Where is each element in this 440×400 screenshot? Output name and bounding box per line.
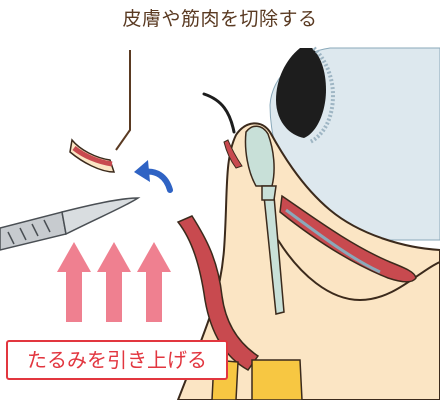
lift-label: たるみを引き上げる xyxy=(6,340,228,380)
up-arrow-icon xyxy=(137,242,171,322)
muller-muscle xyxy=(279,194,417,283)
fat-pad xyxy=(251,359,303,400)
up-arrow-icon xyxy=(97,242,131,322)
pointer-line xyxy=(115,50,131,151)
iris xyxy=(276,48,326,138)
orbital-rim xyxy=(277,239,440,302)
excise-label: 皮膚や筋肉を切除する xyxy=(122,8,318,30)
levator-upper xyxy=(261,185,277,201)
curved-arrow-icon xyxy=(134,160,173,193)
up-arrow-icon xyxy=(57,242,91,322)
septum xyxy=(285,208,381,274)
tarsal-plate xyxy=(244,125,275,187)
iris-ring xyxy=(308,46,336,144)
excised-muscle xyxy=(72,146,113,167)
scalpel-icon xyxy=(0,197,141,251)
upper-muscle xyxy=(223,139,243,169)
eyelash xyxy=(202,92,236,134)
